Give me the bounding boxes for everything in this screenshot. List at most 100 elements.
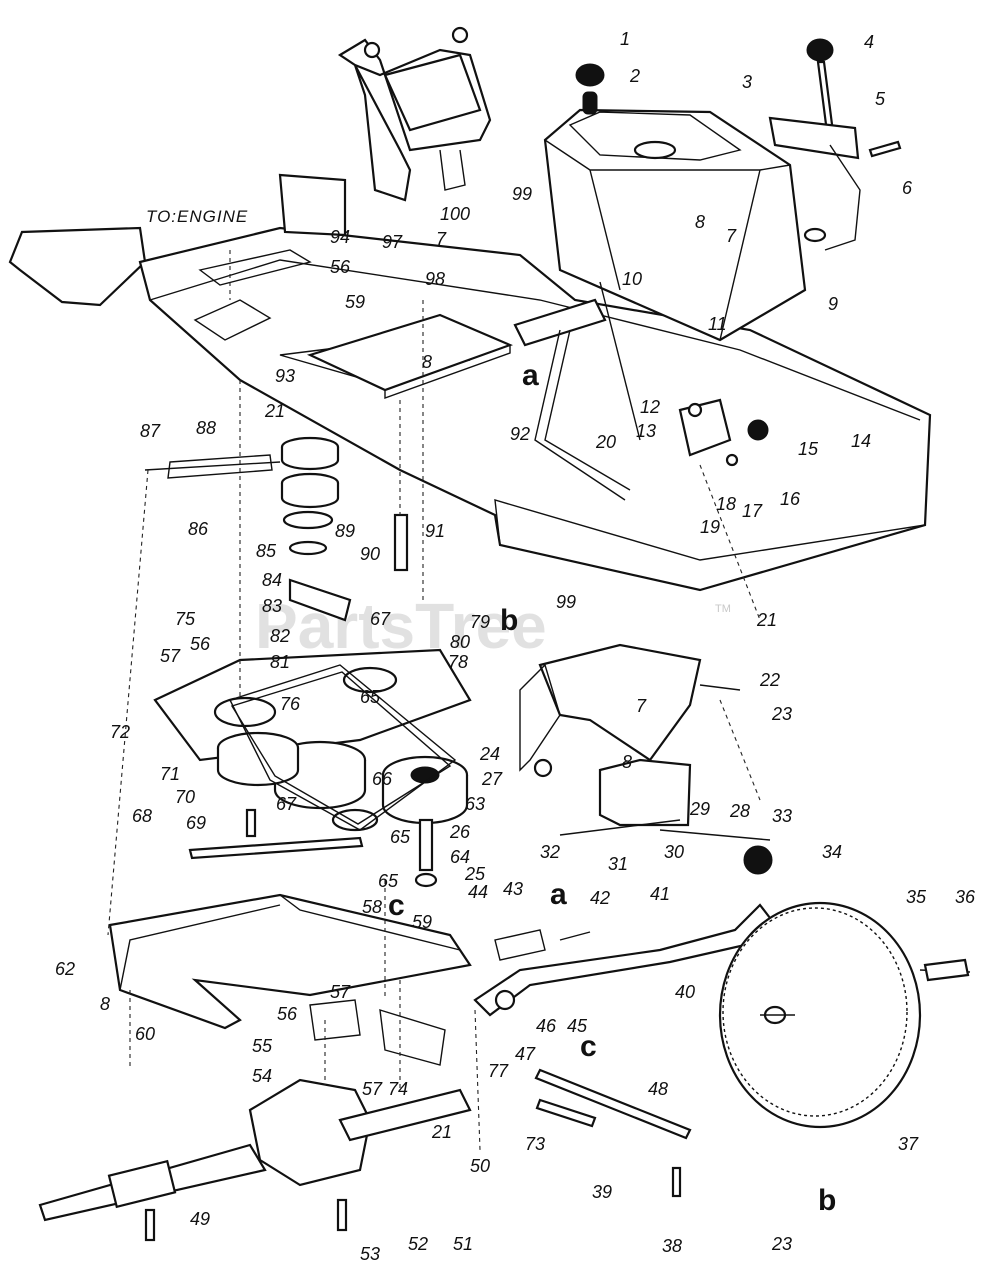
shift-lever	[768, 38, 902, 251]
part-number: 100	[440, 204, 470, 224]
part-number: 32	[540, 842, 560, 862]
drive-plate	[153, 648, 472, 832]
part-number: 63	[465, 794, 485, 814]
part-number: 46	[536, 1016, 557, 1036]
part-number: 21	[756, 610, 777, 630]
part-number: 85	[256, 541, 277, 561]
part-number: 77	[488, 1061, 509, 1081]
reference-letter: a	[522, 359, 539, 392]
part-number: 99	[556, 592, 576, 612]
trademark-mark: TM	[715, 603, 731, 615]
part-number: 31	[608, 854, 628, 874]
part-number: 27	[481, 769, 503, 789]
part-number: 5	[875, 89, 886, 109]
part-number: 34	[822, 842, 842, 862]
part-number: 59	[412, 912, 432, 932]
part-number: 69	[186, 813, 206, 833]
part-number: 50	[470, 1156, 490, 1176]
seat-bracket	[337, 26, 492, 202]
part-number: 14	[851, 431, 871, 451]
transmission-mount-plate	[108, 893, 472, 1030]
part-number: 73	[525, 1134, 545, 1154]
part-number: 67	[276, 794, 297, 814]
part-number: 57	[362, 1079, 383, 1099]
part-number: 8	[100, 994, 110, 1014]
part-number: 4	[864, 32, 874, 52]
part-number: 45	[567, 1016, 588, 1036]
reference-letter: b	[500, 604, 518, 637]
part-number: 1	[620, 29, 630, 49]
part-number: 84	[262, 570, 282, 590]
part-number: 21	[431, 1122, 452, 1142]
part-number: 51	[453, 1234, 473, 1254]
part-number: 57	[160, 646, 181, 666]
part-number: 57	[330, 982, 351, 1002]
part-number: 56	[190, 634, 211, 654]
reference-letter: a	[550, 878, 567, 911]
shift-bracket	[519, 643, 741, 778]
part-number: 40	[675, 982, 695, 1002]
part-number: 8	[695, 212, 705, 232]
part-number: 72	[110, 722, 130, 742]
part-number: 39	[592, 1182, 612, 1202]
part-number: 29	[689, 799, 710, 819]
part-number: 82	[270, 626, 290, 646]
part-number: 87	[140, 421, 161, 441]
tension-rod	[188, 836, 364, 860]
part-number: 54	[252, 1066, 272, 1086]
part-number: 98	[425, 269, 445, 289]
alignment-lines	[107, 250, 761, 1151]
part-number: 64	[450, 847, 470, 867]
part-number: 36	[955, 887, 976, 907]
part-number: 74	[388, 1079, 408, 1099]
part-number: 66	[372, 769, 393, 789]
part-number: 11	[708, 314, 727, 334]
part-number: 90	[360, 544, 380, 564]
bolts	[144, 808, 682, 1242]
part-number: 38	[662, 1236, 682, 1256]
part-number: 16	[780, 489, 801, 509]
part-number: 81	[270, 652, 290, 672]
transaxle	[38, 999, 472, 1222]
part-number: 30	[664, 842, 684, 862]
part-number: 62	[55, 959, 75, 979]
part-number: 48	[648, 1079, 668, 1099]
part-number: 6	[902, 178, 913, 198]
part-number: 24	[479, 744, 500, 764]
reference-letters: a b a c c b	[388, 359, 836, 1217]
part-number: 9	[828, 294, 838, 314]
spindle	[393, 513, 409, 572]
part-number: 3	[742, 72, 752, 92]
part-number: 65	[378, 871, 399, 891]
part-number: 7	[636, 696, 647, 716]
clutch-rod	[534, 1068, 692, 1140]
part-number: 89	[335, 521, 355, 541]
part-number: 8	[422, 352, 432, 372]
part-number: 17	[742, 501, 763, 521]
part-number: 35	[906, 887, 927, 907]
drive-sprocket	[718, 901, 971, 1129]
brake-gear-housing	[559, 758, 773, 875]
part-number: 41	[650, 884, 670, 904]
part-number: 22	[759, 670, 780, 690]
part-number: 79	[470, 612, 490, 632]
frame-assembly	[8, 173, 932, 592]
part-number: 58	[362, 897, 382, 917]
reference-letter: c	[580, 1030, 597, 1063]
part-number: 19	[700, 517, 720, 537]
part-number: 37	[898, 1134, 919, 1154]
shaft-parts	[414, 818, 438, 888]
part-number: 91	[425, 521, 445, 541]
part-number: 75	[175, 609, 196, 629]
part-number: 55	[252, 1036, 273, 1056]
reference-letter: b	[818, 1184, 836, 1217]
part-number: 80	[450, 632, 470, 652]
part-number: 26	[449, 822, 471, 842]
part-number: 60	[135, 1024, 155, 1044]
part-number: 20	[595, 432, 616, 452]
part-number-callouts: 1 2 3 4 5 6 7 8 9 10 11 12 13 14 15 16 1…	[55, 29, 976, 1264]
part-number: 12	[640, 397, 660, 417]
part-number: 2	[629, 66, 640, 86]
part-number: 93	[275, 366, 295, 386]
